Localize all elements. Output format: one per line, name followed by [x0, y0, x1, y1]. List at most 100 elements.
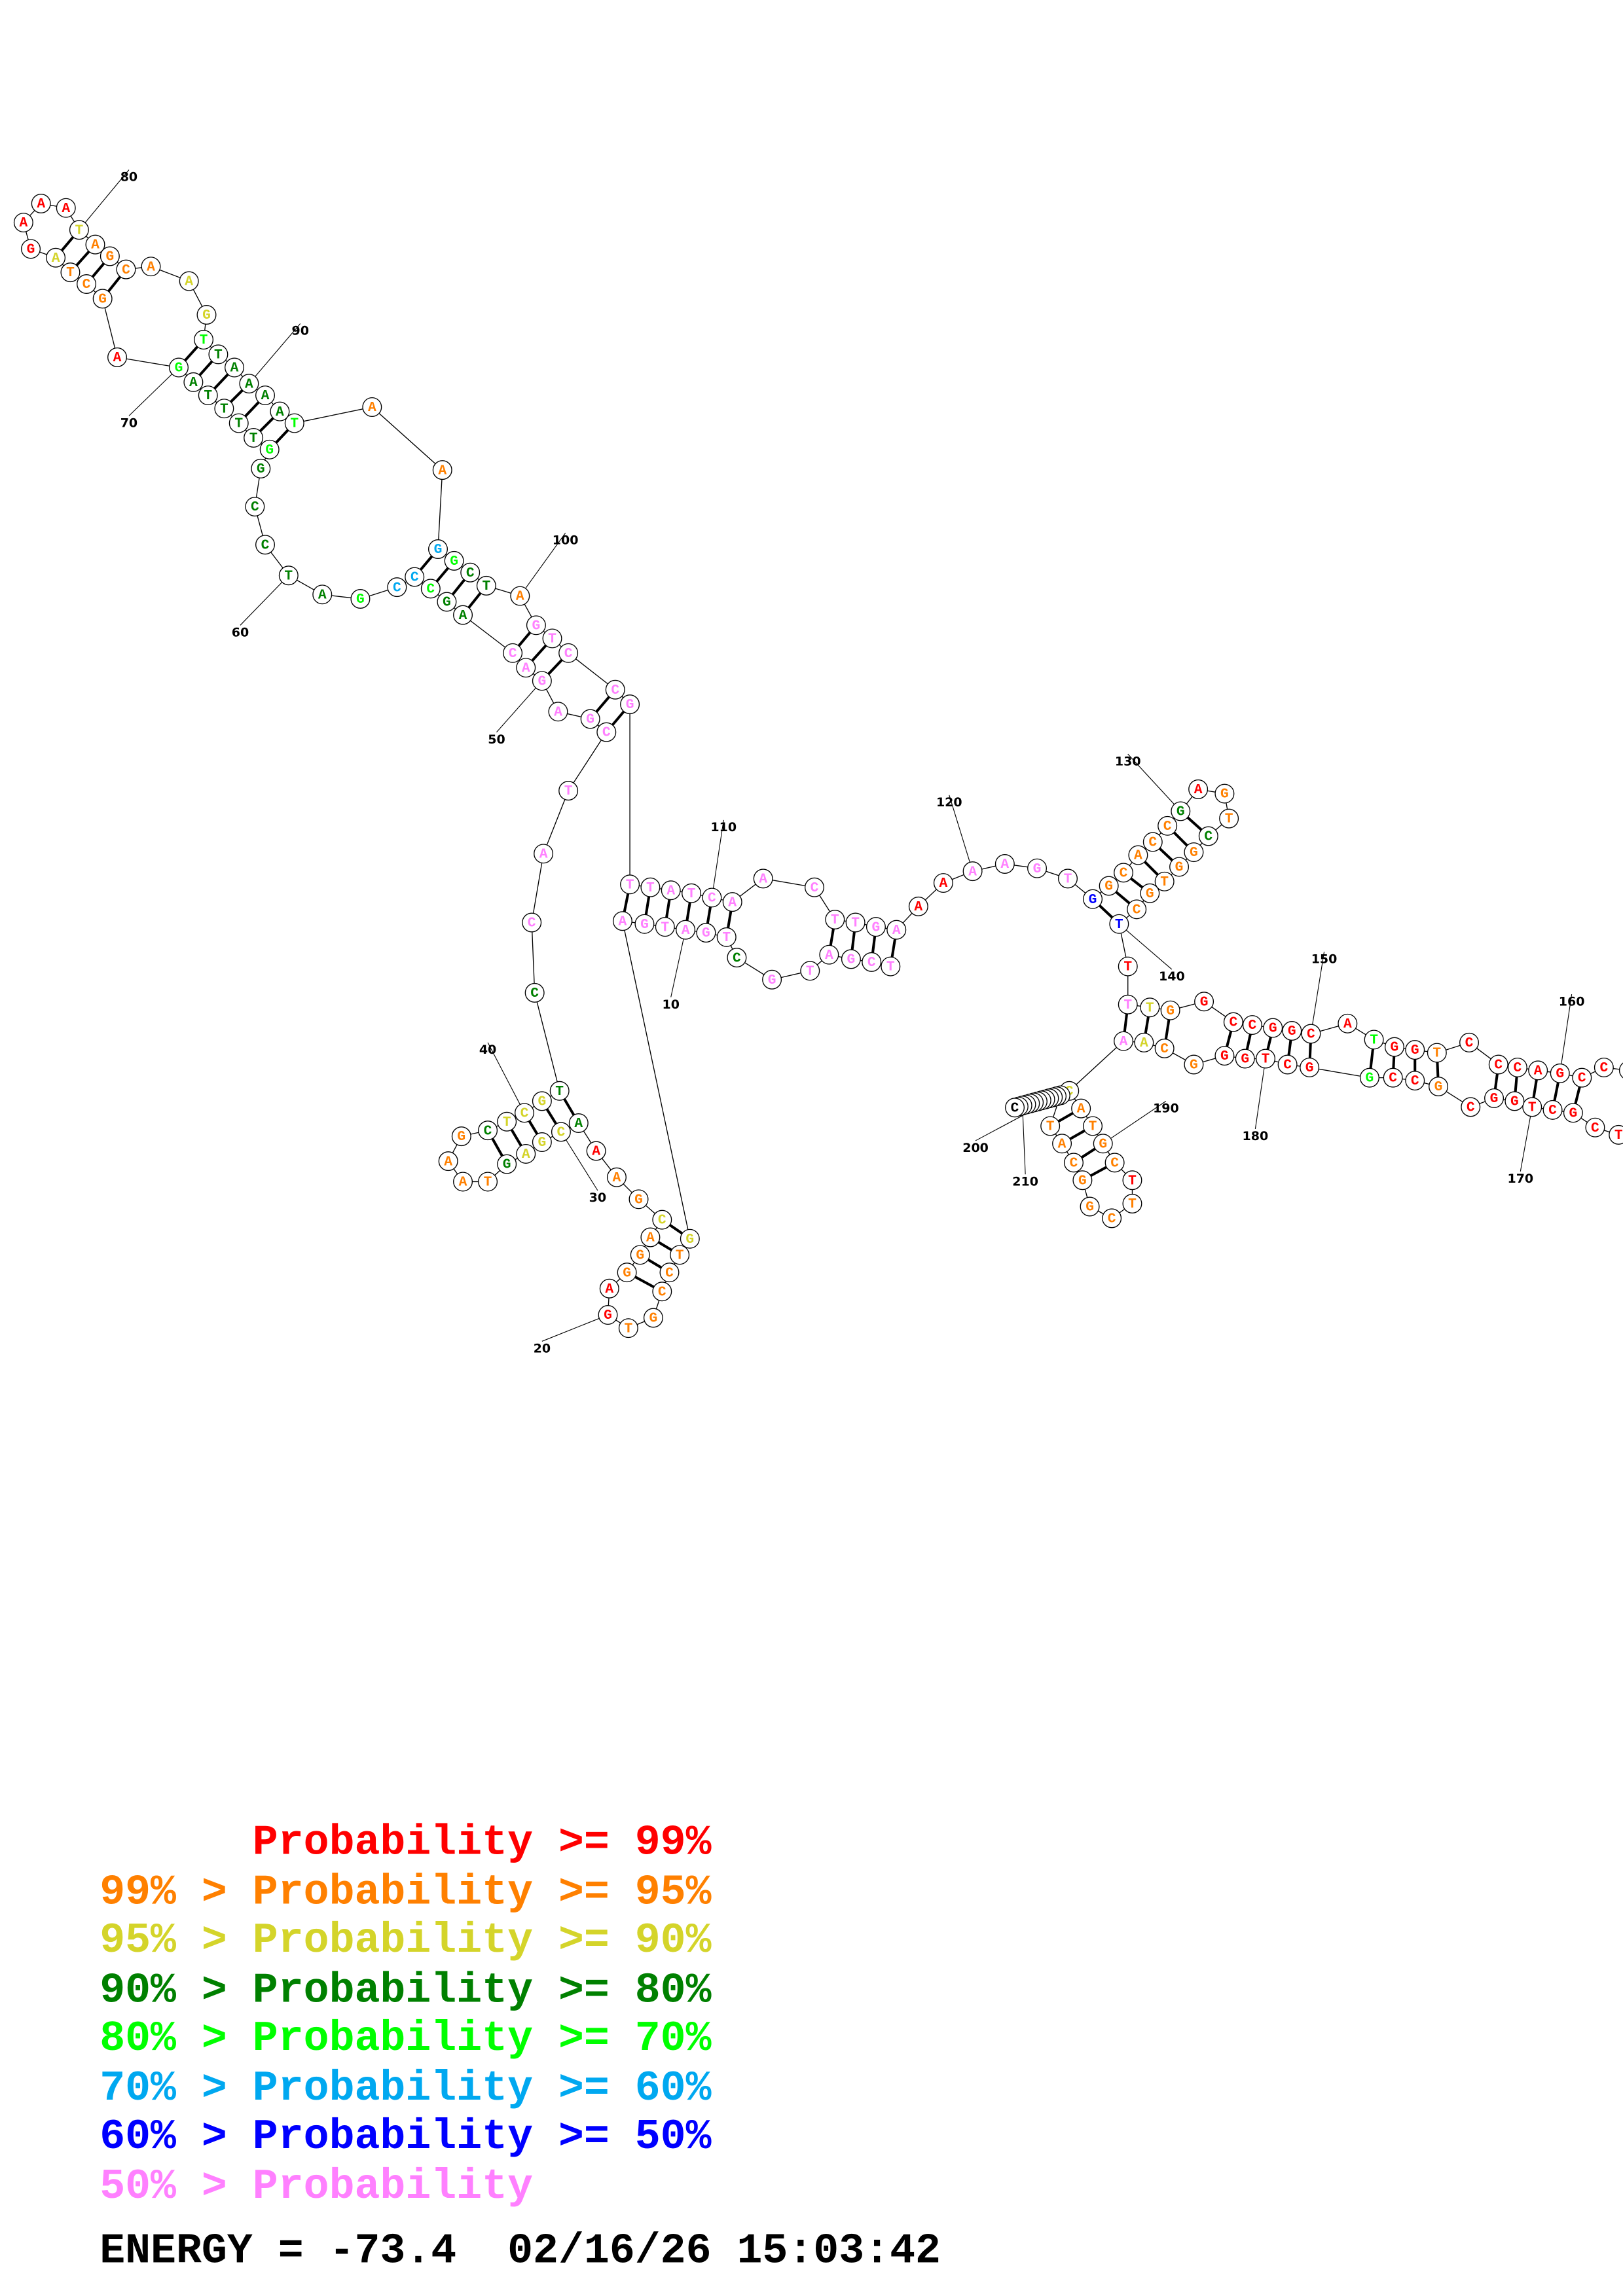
nucleotide-letter: G	[538, 1135, 546, 1151]
nucleotide-circle	[107, 347, 128, 367]
nucleotide-circle	[1072, 1170, 1093, 1191]
nucleotide: A	[141, 257, 161, 277]
nucleotide-circle	[437, 592, 457, 612]
nucleotide-letter: G	[626, 697, 634, 713]
nucleotide: A	[1071, 1098, 1091, 1119]
nucleotide-circle	[542, 628, 562, 649]
nucleotide-circle	[92, 289, 113, 309]
nucleotide-circle	[1104, 1153, 1125, 1173]
nucleotide-circle	[460, 562, 481, 583]
nucleotide-circle	[31, 193, 51, 213]
nucleotide: C	[1488, 1054, 1508, 1075]
nucleotide: G	[259, 439, 280, 459]
nucleotide-letter: C	[393, 580, 401, 596]
number-tick-line	[519, 533, 566, 596]
nucleotide-circle	[497, 1111, 517, 1132]
nucleotide-letter: T	[722, 930, 731, 946]
probability-legend: Probability >= 99% 99% > Probability >= …	[100, 1819, 711, 2211]
number-tick-line	[670, 929, 686, 997]
nucleotide: G	[1300, 1057, 1320, 1077]
nucleotide-circle	[1214, 1046, 1235, 1066]
nucleotide-circle	[1154, 871, 1175, 891]
nucleotide-letter: C	[658, 1284, 666, 1300]
nucleotide-circle	[13, 213, 33, 233]
nucleotide-letter: G	[532, 618, 541, 634]
nucleotide-letter: T	[1046, 1119, 1055, 1135]
position-number-label: 90	[291, 324, 308, 338]
nucleotide-letter: C	[1599, 1060, 1608, 1076]
nucleotide: C	[1461, 1097, 1481, 1117]
nucleotide-letter: G	[1146, 886, 1154, 902]
nucleotide: T	[208, 344, 228, 365]
nucleotide: C	[1618, 1062, 1623, 1079]
nucleotide: A	[933, 873, 953, 893]
number-tick-line	[240, 575, 289, 626]
nucleotide-letter: G	[847, 952, 856, 968]
nucleotide-circle	[244, 427, 264, 448]
nucleotide-circle	[586, 1141, 606, 1161]
nucleotide-circle	[1219, 808, 1239, 829]
nucleotide-circle	[933, 873, 953, 893]
nucleotide-circle	[1364, 1030, 1384, 1050]
nucleotide: G	[1169, 857, 1190, 877]
nucleotide-letter: A	[261, 388, 270, 404]
nucleotide: A	[31, 193, 51, 213]
position-number-label: 190	[1153, 1102, 1179, 1116]
nucleotide-letter: G	[685, 1232, 694, 1247]
nucleotide-circle	[994, 853, 1015, 874]
nucleotide-circle	[643, 1308, 663, 1328]
nucleotide: G	[196, 305, 217, 325]
nucleotide-letter: C	[1133, 902, 1141, 918]
nucleotide-circle	[716, 927, 737, 947]
number-tick-line	[949, 795, 974, 872]
nucleotide-letter: C	[665, 1265, 674, 1281]
nucleotide: A	[453, 605, 473, 625]
nucleotide-circle	[652, 1210, 672, 1230]
nucleotide-circle	[655, 917, 675, 937]
nucleotide-letter: T	[204, 388, 212, 404]
nucleotide-letter: G	[623, 1265, 631, 1281]
nucleotide-letter: A	[19, 215, 27, 231]
backbone-segment	[437, 470, 443, 550]
nucleotide-letter: C	[1578, 1071, 1586, 1086]
number-tick-line	[560, 1132, 598, 1191]
nucleotide: G	[643, 1308, 663, 1328]
nucleotide-letter: G	[1220, 787, 1229, 802]
nucleotide-circle	[1223, 1012, 1243, 1032]
nucleotide-circle	[599, 1278, 619, 1299]
nucleotide: A	[432, 460, 452, 480]
nucleotide: G	[1072, 1170, 1093, 1191]
nucleotide: T	[1609, 1124, 1623, 1145]
nucleotide: C	[503, 643, 523, 663]
backbone-segment	[371, 406, 443, 471]
nucleotide-circle	[478, 1121, 498, 1141]
backbone-lines	[23, 203, 1623, 1329]
nucleotide-letter: A	[438, 463, 447, 478]
nucleotide-circle	[1277, 1054, 1298, 1075]
nucleotide: G	[1194, 992, 1214, 1012]
nucleotide-letter: G	[443, 595, 451, 611]
nucleotide: A	[1052, 1134, 1072, 1154]
nucleotide-letter: G	[1085, 1200, 1094, 1215]
nucleotide-circle	[1528, 1060, 1548, 1081]
nucleotide-letter: T	[1370, 1033, 1378, 1049]
nucleotide: A	[606, 1167, 627, 1187]
nucleotide-letter: T	[249, 431, 258, 446]
nucleotide-circle	[1058, 869, 1078, 889]
nucleotide-letter: G	[1411, 1043, 1419, 1058]
position-number-label: 150	[1311, 952, 1338, 966]
nucleotide-circle	[255, 386, 275, 406]
nucleotide-circle	[962, 861, 983, 882]
nucleotide-circle	[1459, 1032, 1480, 1052]
nucleotide-circle	[548, 702, 568, 722]
nucleotide: G	[169, 357, 189, 378]
nucleotide: C	[1585, 1117, 1605, 1138]
nucleotide-letter: C	[1070, 1155, 1078, 1171]
nucleotide-letter: G	[538, 673, 546, 689]
nucleotide-letter: G	[1176, 804, 1185, 820]
nucleotide-letter: C	[1108, 1211, 1116, 1227]
position-number-label: 40	[479, 1043, 496, 1057]
nucleotide-circle	[1102, 1208, 1122, 1229]
nucleotide-letter: T	[482, 579, 490, 594]
nucleotide-letter: G	[434, 542, 443, 558]
